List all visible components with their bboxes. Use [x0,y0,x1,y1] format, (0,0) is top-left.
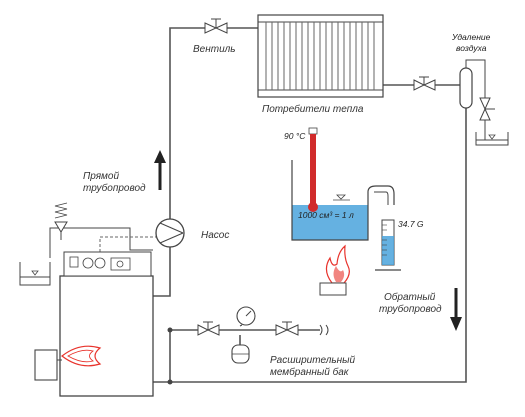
pressure-gauge-icon [236,306,256,327]
flame-icon [319,244,350,296]
vent-cup [475,132,509,146]
valve-icon [413,76,436,91]
flame-icon [61,345,102,367]
air-vent-valve-icon [479,97,495,121]
valve-icon [275,321,299,336]
air-removal-label-1: Удаление [451,32,491,42]
pipe-junction [167,379,173,385]
supply-label-2: трубопровод [83,182,146,194]
valve-label: Вентиль [193,44,236,55]
mass-label: 34.7 G [398,219,424,229]
air-removal-label-2: воздуха [456,43,487,53]
temperature-label: 90 °C [284,131,306,141]
return-arrow-icon [450,288,462,331]
safety-valve-icon [54,202,68,240]
air-separator [459,67,473,109]
pipe-break-icon [319,324,329,336]
return-label-2: трубопровод [379,303,442,315]
volume-label: 1000 см³ = 1 л [298,210,354,220]
boiler [34,251,154,397]
pump-label: Насос [201,230,229,241]
valve-icon [204,18,228,34]
control-line [99,236,156,252]
tank-label-2: мембранный бак [270,366,350,378]
return-label-1: Обратный [384,291,436,303]
expansion-tank [231,344,250,364]
pump-icon [155,218,185,248]
thermometer [308,127,318,212]
measuring-cylinder [375,219,401,271]
supply-label-1: Прямой [83,171,119,182]
tank-label-1: Расширительный [270,355,356,366]
valve-icon [197,321,220,336]
pipe-junction [167,327,173,333]
pipe-network [49,27,486,383]
supply-arrow-icon [154,150,166,190]
radiator [257,14,384,98]
beaker [291,160,395,241]
consumers-label: Потребители тепла [262,103,364,115]
drain-cup [19,262,51,286]
